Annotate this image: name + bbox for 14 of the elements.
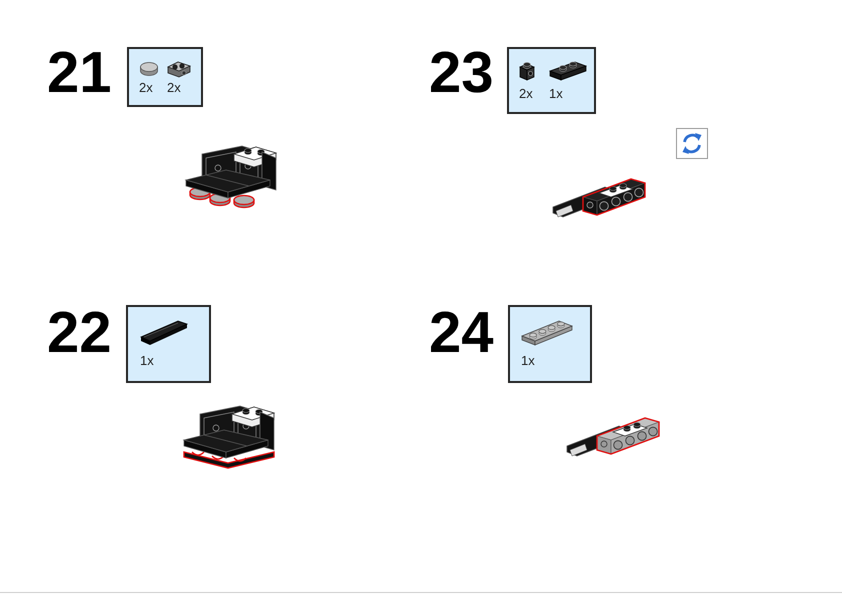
- step-number: 21: [47, 44, 112, 102]
- part-quantity: 2x: [139, 81, 153, 94]
- parts-list-box: [507, 47, 596, 114]
- step-number: 22: [47, 304, 112, 362]
- part-quantity: 1x: [549, 87, 563, 100]
- parts-list-box: [508, 305, 592, 383]
- part-quantity: 2x: [167, 81, 181, 94]
- parts-list-box: [126, 305, 211, 383]
- part-quantity: 1x: [140, 354, 154, 367]
- parts-list-box: [127, 47, 203, 107]
- part-quantity: 2x: [519, 87, 533, 100]
- part-quantity: 1x: [521, 354, 535, 367]
- step-number: 23: [429, 44, 494, 102]
- step-number: 24: [429, 304, 494, 362]
